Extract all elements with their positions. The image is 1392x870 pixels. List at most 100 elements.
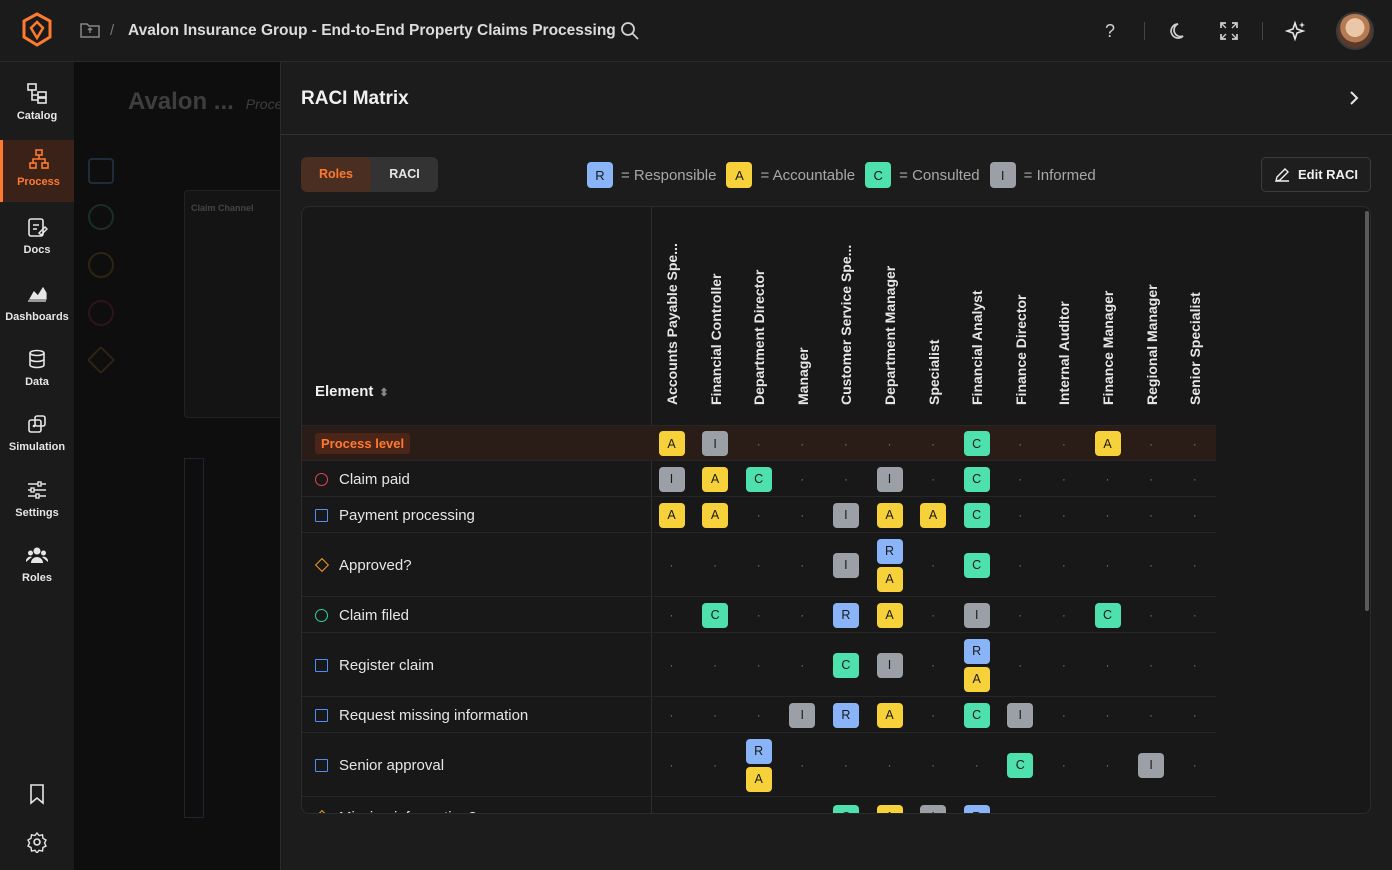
raci-cell[interactable]: · — [1086, 733, 1129, 797]
raci-cell[interactable]: · — [912, 597, 955, 633]
sidebar-item-docs[interactable]: Docs — [0, 208, 74, 270]
element-column-header[interactable]: Element⬍ — [315, 383, 389, 400]
raci-cell[interactable]: · — [1173, 733, 1216, 797]
raci-cell[interactable]: A — [868, 702, 911, 728]
raci-cell[interactable]: · — [737, 797, 780, 813]
ai-sparkle-icon[interactable] — [1285, 20, 1307, 42]
raci-cell[interactable]: · — [1130, 497, 1173, 533]
raci-cell[interactable]: · — [1042, 426, 1085, 461]
raci-cell[interactable]: · — [650, 697, 693, 733]
raci-cell[interactable]: I — [955, 602, 998, 628]
raci-cell[interactable]: I — [694, 431, 737, 456]
raci-cell[interactable]: A — [868, 502, 911, 528]
raci-cell[interactable]: C — [999, 752, 1042, 778]
sidebar-item-dashboards[interactable]: Dashboards — [0, 275, 74, 337]
raci-cell[interactable]: · — [1173, 533, 1216, 597]
role-column-header[interactable]: Specialist — [926, 227, 942, 405]
raci-cell[interactable]: · — [1130, 797, 1173, 813]
raci-cell[interactable]: · — [1042, 697, 1085, 733]
raci-cell[interactable]: · — [1086, 461, 1129, 497]
sidebar-item-process[interactable]: Process — [0, 140, 74, 202]
raci-cell[interactable]: C — [737, 466, 780, 492]
raci-cell[interactable]: · — [824, 733, 867, 797]
raci-cell[interactable]: C — [1086, 602, 1129, 628]
raci-cell[interactable]: · — [999, 497, 1042, 533]
raci-cell[interactable]: I — [824, 502, 867, 528]
raci-cell[interactable]: A — [868, 602, 911, 628]
help-icon[interactable]: ? — [1104, 21, 1115, 41]
raci-cell[interactable]: A — [694, 466, 737, 492]
raci-cell[interactable]: · — [912, 733, 955, 797]
sidebar-item-settings[interactable]: Settings — [0, 471, 74, 533]
raci-cell[interactable]: · — [1130, 533, 1173, 597]
raci-cell[interactable]: · — [781, 733, 824, 797]
raci-cell[interactable]: · — [955, 733, 998, 797]
raci-cell[interactable]: A — [868, 804, 911, 813]
raci-cell[interactable]: · — [650, 797, 693, 813]
raci-cell[interactable]: · — [1173, 797, 1216, 813]
raci-cell[interactable]: · — [694, 633, 737, 697]
raci-cell[interactable]: · — [999, 461, 1042, 497]
raci-cell[interactable]: · — [737, 497, 780, 533]
raci-cell[interactable]: · — [868, 426, 911, 461]
fullscreen-icon[interactable] — [1218, 20, 1240, 42]
raci-cell[interactable]: · — [1130, 697, 1173, 733]
role-column-header[interactable]: Accounts Payable Spe... — [664, 227, 680, 405]
raci-cell[interactable]: · — [1086, 497, 1129, 533]
raci-cell[interactable]: I — [650, 466, 693, 492]
sidebar-item-simulation[interactable]: Simulation — [0, 405, 74, 467]
raci-cell[interactable]: C — [955, 502, 998, 528]
raci-cell[interactable]: I — [868, 466, 911, 492]
raci-cell[interactable]: · — [912, 533, 955, 597]
edit-raci-button[interactable]: Edit RACI — [1261, 157, 1371, 192]
raci-cell[interactable]: I — [1130, 752, 1173, 778]
raci-cell[interactable]: R — [824, 602, 867, 628]
raci-cell[interactable]: · — [694, 733, 737, 797]
raci-cell[interactable]: R — [824, 702, 867, 728]
raci-cell[interactable]: · — [1042, 461, 1085, 497]
role-column-header[interactable]: Customer Service Spe... — [838, 227, 854, 405]
raci-cell[interactable]: · — [781, 461, 824, 497]
raci-cell[interactable]: · — [999, 797, 1042, 813]
raci-cell[interactable]: · — [912, 697, 955, 733]
search-icon[interactable] — [620, 21, 640, 41]
role-column-header[interactable]: Finance Manager — [1100, 227, 1116, 405]
raci-cell[interactable]: · — [781, 426, 824, 461]
raci-cell[interactable]: · — [1130, 426, 1173, 461]
dark-mode-icon[interactable] — [1168, 20, 1190, 42]
sort-icon[interactable]: ⬍ — [379, 387, 389, 399]
raci-cell[interactable]: · — [1130, 461, 1173, 497]
raci-cell[interactable]: I — [781, 702, 824, 728]
raci-cell[interactable]: · — [1173, 597, 1216, 633]
sidebar-item-catalog[interactable]: Catalog — [0, 74, 74, 136]
raci-cell[interactable]: · — [999, 633, 1042, 697]
raci-cell[interactable]: · — [781, 633, 824, 697]
raci-cell[interactable]: C — [955, 466, 998, 492]
raci-cell[interactable]: A — [650, 502, 693, 528]
tab-raci[interactable]: RACI — [389, 167, 420, 181]
role-column-header[interactable]: Financial Controller — [708, 227, 724, 405]
raci-cell[interactable]: C — [824, 804, 867, 813]
raci-cell[interactable]: · — [650, 633, 693, 697]
raci-cell[interactable]: · — [824, 426, 867, 461]
raci-cell[interactable]: C — [955, 431, 998, 456]
raci-cell[interactable]: · — [694, 533, 737, 597]
raci-cell[interactable]: · — [999, 597, 1042, 633]
role-column-header[interactable]: Manager — [795, 227, 811, 405]
raci-cell[interactable]: · — [1173, 497, 1216, 533]
raci-cell[interactable]: · — [1086, 797, 1129, 813]
sidebar-item-data[interactable]: Data — [0, 340, 74, 402]
raci-cell[interactable]: · — [1173, 426, 1216, 461]
raci-cell[interactable]: · — [694, 797, 737, 813]
raci-cell[interactable]: · — [650, 597, 693, 633]
raci-cell[interactable]: · — [781, 797, 824, 813]
folder-icon[interactable] — [80, 21, 100, 39]
raci-cell[interactable]: · — [781, 533, 824, 597]
